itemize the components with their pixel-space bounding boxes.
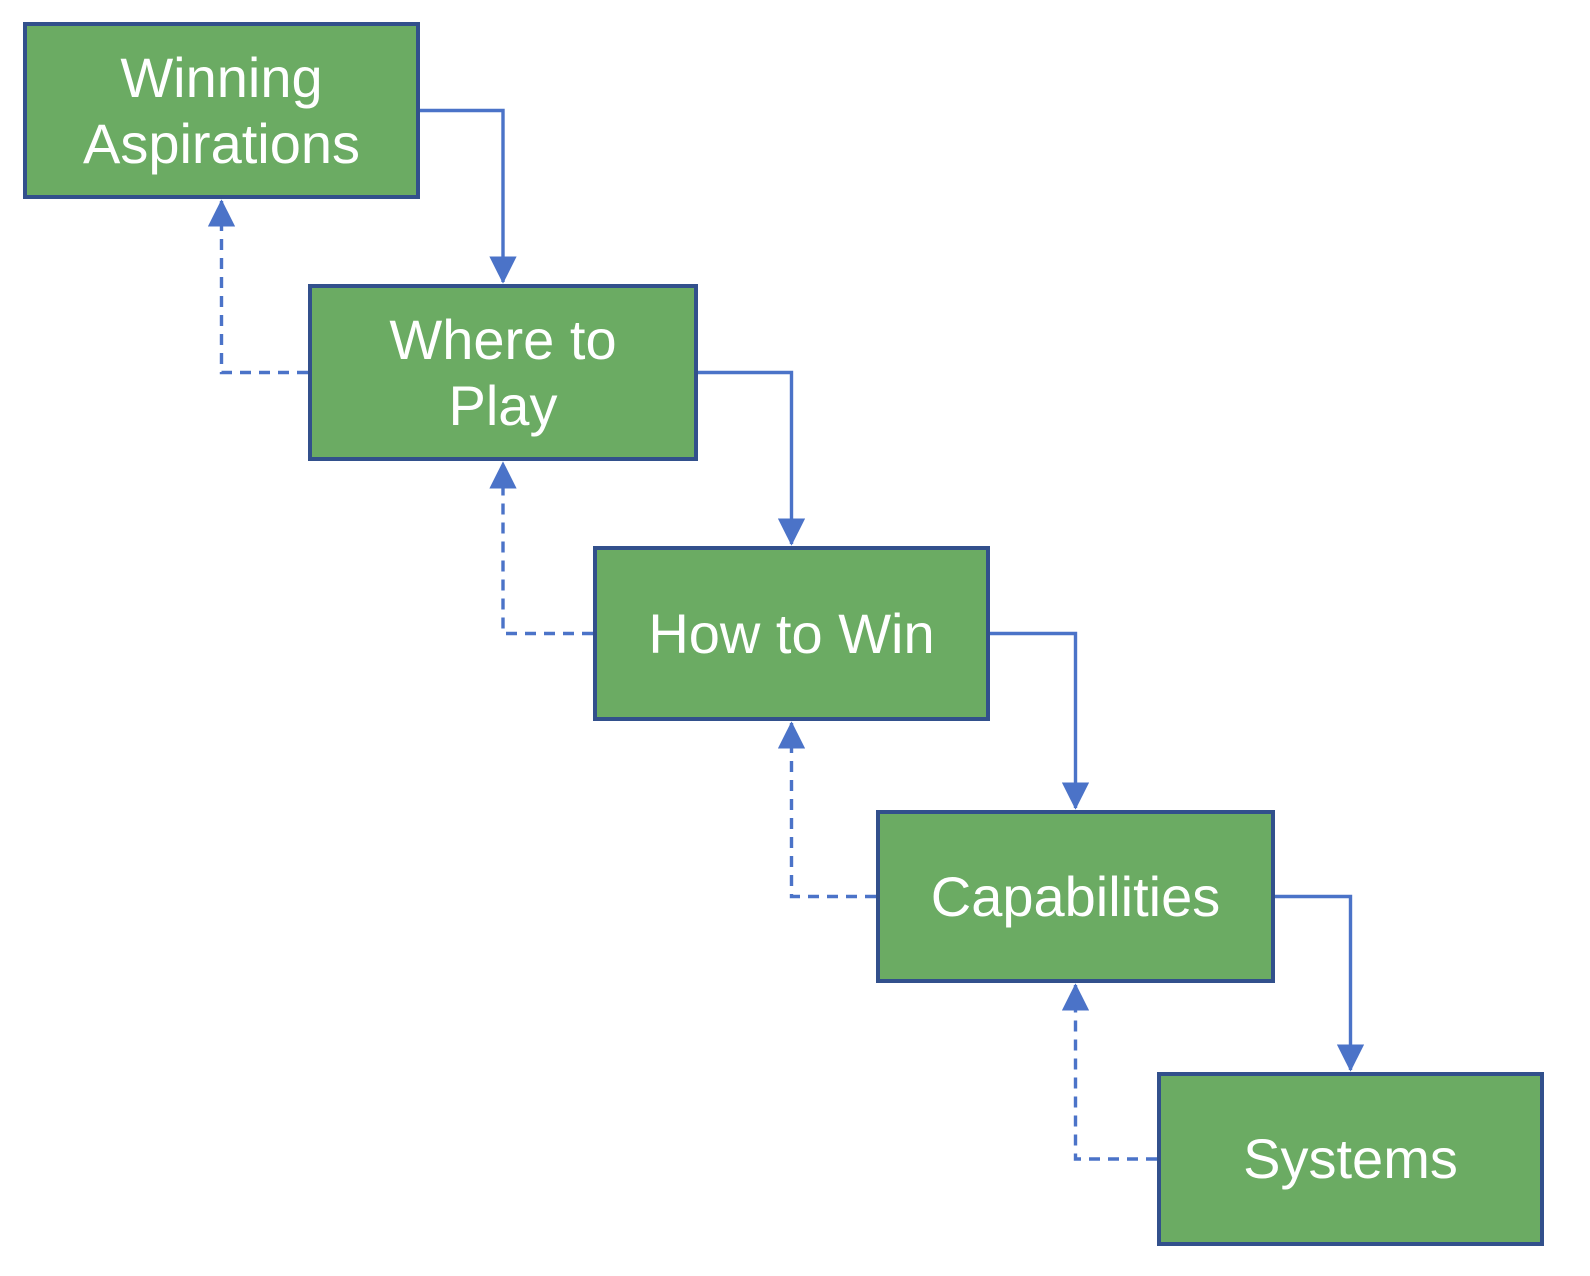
node-systems-label: Systems (1243, 1127, 1458, 1191)
solid-arrow-winning-aspirations-to-where-to-play (420, 108, 517, 284)
node-systems: Systems (1157, 1072, 1544, 1246)
node-where-to-play: Where to Play (308, 284, 698, 461)
dashed-arrow-systems-to-capabilities (1061, 983, 1157, 1161)
node-winning-aspirations: Winning Aspirations (23, 22, 420, 199)
dashed-arrow-how-to-win-to-where-to-play (489, 461, 593, 636)
dashed-arrow-where-to-play-to-winning-aspirations (207, 199, 308, 375)
solid-arrow-how-to-win-to-capabilities (990, 631, 1090, 810)
node-how-to-win-label: How to Win (648, 601, 935, 665)
node-where-to-play-label: Where to Play (389, 307, 617, 437)
solid-arrow-where-to-play-to-how-to-win (698, 370, 806, 546)
dashed-arrow-capabilities-to-how-to-win (777, 721, 876, 899)
node-capabilities-label: Capabilities (930, 864, 1221, 928)
solid-arrow-capabilities-to-systems (1275, 894, 1365, 1072)
node-capabilities: Capabilities (876, 810, 1275, 983)
node-winning-aspirations-label: Winning Aspirations (82, 45, 361, 175)
node-how-to-win: How to Win (593, 546, 990, 721)
